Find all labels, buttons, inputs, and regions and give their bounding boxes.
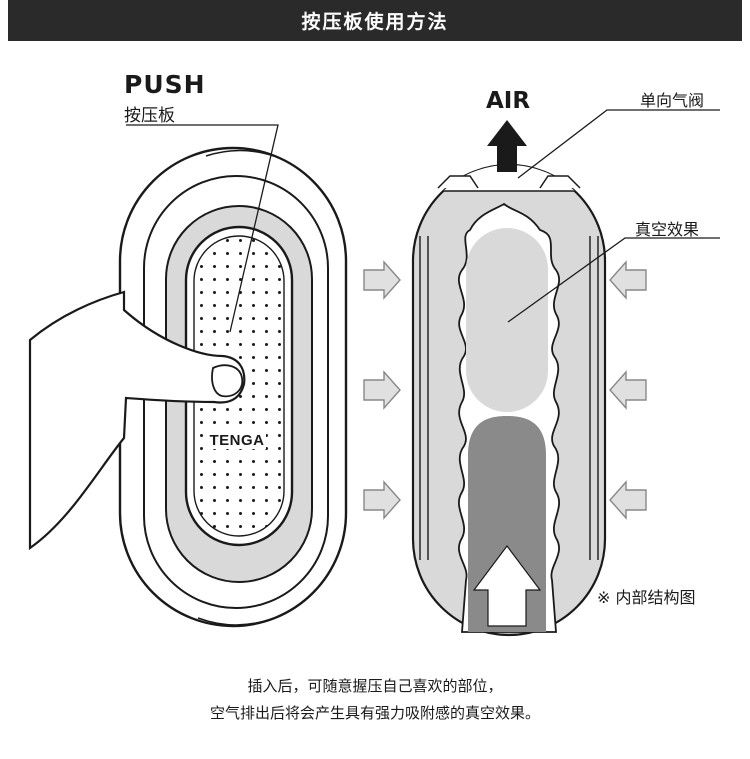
header-bar: 按压板使用方法 — [8, 0, 742, 41]
thumbnail — [211, 364, 244, 398]
pressure-arrows-right — [609, 260, 647, 520]
logo-backing — [208, 427, 266, 449]
vacuum-label: 真空效果 — [635, 220, 700, 239]
device-bottom-cap — [197, 617, 275, 626]
vacuum-zone — [466, 228, 548, 412]
tenga-logo: TENGA — [210, 432, 265, 449]
pressure-arrow-right-icon — [363, 370, 401, 410]
header-title: 按压板使用方法 — [301, 11, 449, 33]
pressure-arrow-right-icon — [363, 260, 401, 300]
push-leader-line — [126, 124, 279, 333]
valve-label: 单向气阀 — [640, 91, 705, 110]
air-label: AIR — [486, 88, 531, 114]
valve-leader-line — [517, 109, 720, 179]
hand-shape — [28, 290, 246, 551]
push-sublabel: 按压板 — [124, 106, 175, 126]
air-arrow-icon — [487, 120, 527, 172]
pressure-arrow-left-icon — [609, 370, 647, 410]
pressure-arrow-right-icon — [363, 480, 401, 520]
hand-illustration — [28, 290, 246, 551]
pressure-arrow-left-icon — [609, 260, 647, 300]
caption-line-2: 空气排出后将会产生具有强力吸附感的真空效果。 — [209, 704, 540, 722]
device-top-cap — [205, 149, 275, 157]
vacuum-leader-line — [507, 237, 720, 323]
right-cross-section — [411, 163, 607, 637]
structure-note: ※ 内部结构图 — [597, 588, 696, 607]
caption-line-1: 插入后，可随意握压自己喜欢的部位， — [247, 677, 503, 695]
pressure-arrows-left — [363, 260, 401, 520]
push-label: PUSH — [124, 70, 206, 99]
pressure-arrow-left-icon — [609, 480, 647, 520]
insertion-arrow — [472, 545, 542, 627]
